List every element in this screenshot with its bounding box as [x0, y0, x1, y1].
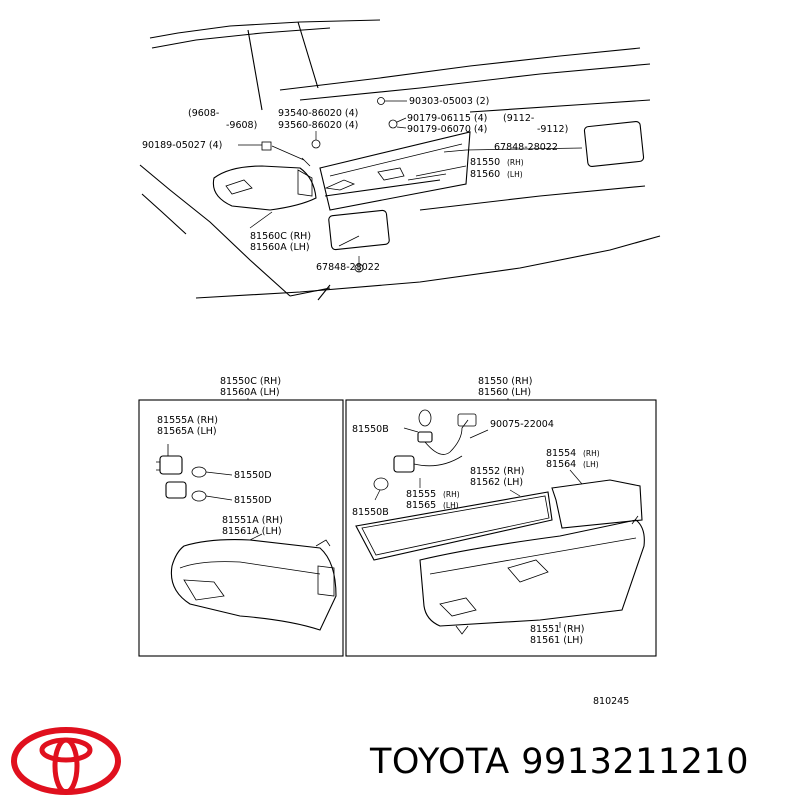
gasket-right [355, 469, 643, 561]
detail-box-left [138, 399, 344, 657]
part-81555-rh: (RH) [443, 490, 460, 499]
part-81560-top: 81560 [470, 169, 500, 180]
part-90179-b: 90179-06070 (4) [407, 124, 487, 135]
date-range-9112-from: (9112- [503, 113, 534, 124]
part-81550b-1: 81550B [352, 424, 389, 435]
date-range-from: (9608- [188, 108, 219, 119]
part-93540: 93540-86020 (4) [278, 108, 358, 119]
part-93560: 93560-86020 (4) [278, 120, 358, 131]
brand-name: TOYOTA [370, 742, 510, 782]
part-81561: 81561 (LH) [530, 635, 583, 646]
garnish-lens-right [419, 515, 645, 635]
part-81564: 81564 [546, 459, 576, 470]
box2-title-lh: 81560 (LH) [478, 387, 531, 398]
part-81550-top: 81550 [470, 157, 500, 168]
socket-assembly-right [373, 409, 489, 501]
box1-title-lh: 81560A (LH) [220, 387, 280, 398]
date-range-9112-to: -9112) [537, 124, 568, 135]
part-90179-a: 90179-06115 (4) [407, 113, 487, 124]
garnish-panel-outline [319, 131, 471, 211]
part-90075: 90075-22004 [490, 419, 554, 430]
box2-title-rh: 81550 (RH) [478, 376, 532, 387]
part-81565-lh: (LH) [443, 501, 459, 510]
part-81555: 81555 [406, 489, 436, 500]
part-81550-top-rh: (RH) [507, 158, 524, 167]
leader-lines-top [238, 100, 583, 272]
part-67848-right: 67848-28022 [494, 142, 558, 153]
part-90303: 90303-05003 (2) [409, 96, 489, 107]
date-range-to: -9608) [226, 120, 257, 131]
part-81550d-2: 81550D [234, 495, 272, 506]
part-81565: 81565 [406, 500, 436, 511]
part-81552: 81552 (RH) [470, 466, 524, 477]
part-81560c: 81560C (RH) [250, 231, 311, 242]
part-81565a: 81565A (LH) [157, 426, 217, 437]
part-67848-bottom: 67848-28022 [316, 262, 380, 273]
box1-title-rh: 81550C (RH) [220, 376, 281, 387]
part-90189: 90189-05027 (4) [142, 140, 222, 151]
part-81551: 81551 (RH) [530, 624, 584, 635]
part-81554: 81554 [546, 448, 576, 459]
part-81550b-2: 81550B [352, 507, 389, 518]
part-81561a: 81561A (LH) [222, 526, 282, 537]
part-81550d-1: 81550D [234, 470, 272, 481]
detail-box-right [345, 399, 657, 657]
socket-assembly-left [156, 444, 233, 502]
part-81562: 81562 (LH) [470, 477, 523, 488]
part-81560a: 81560A (LH) [250, 242, 310, 253]
part-number: 9913211210 [521, 742, 749, 782]
part-81564-lh: (LH) [583, 460, 599, 469]
diagram-code: 810245 [593, 696, 629, 707]
car-body-outline [139, 19, 661, 301]
lens-gasket-outline [328, 121, 645, 251]
toyota-logo-icon [11, 727, 121, 795]
rear-lamp-left-outline [212, 157, 317, 211]
brand-text: TOYOTA 9913211210 [370, 742, 749, 782]
part-81560-top-lh: (LH) [507, 170, 523, 179]
lamp-lens-left [170, 533, 337, 631]
part-81555a: 81555A (RH) [157, 415, 218, 426]
part-81554-rh: (RH) [583, 449, 600, 458]
part-81551a: 81551A (RH) [222, 515, 283, 526]
